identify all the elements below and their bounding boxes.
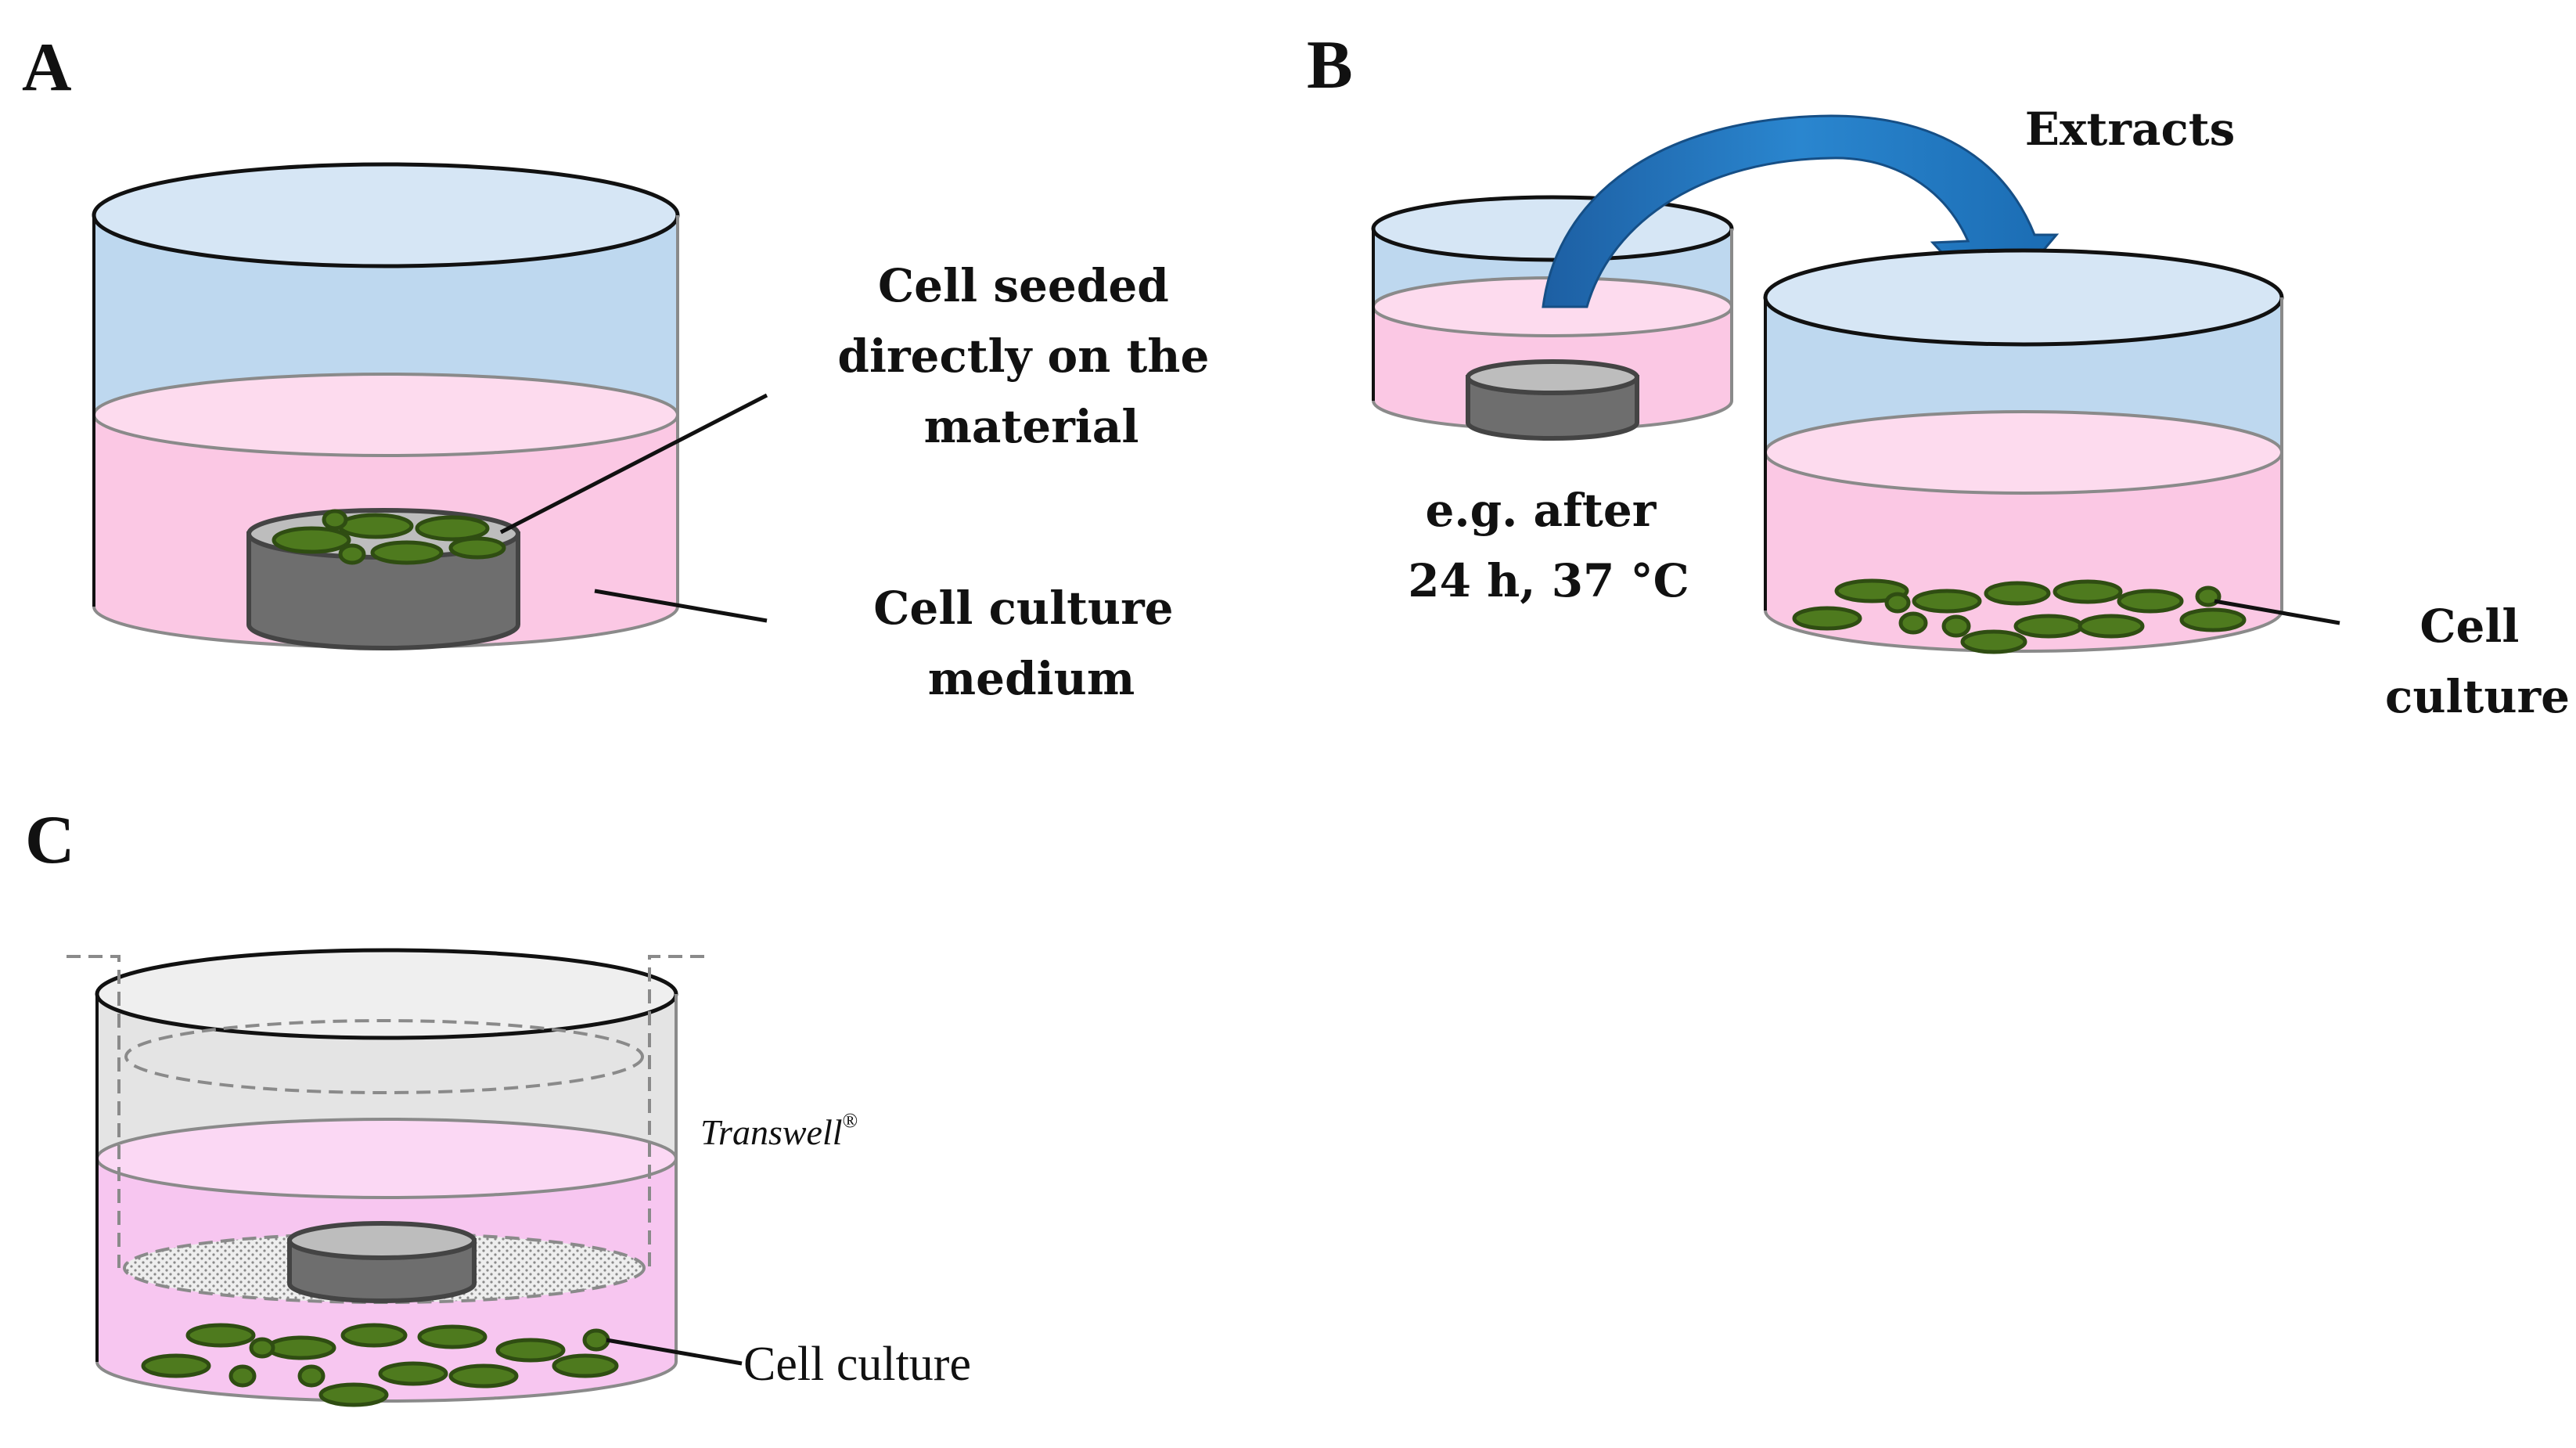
panel-c: C [25,802,971,1407]
panel-a: A Cell seed [22,30,1225,705]
leader-culture-b [2214,599,2340,625]
material-disc-c [287,1221,477,1303]
label-material: Cell seeded directly on the material [837,259,1225,453]
panel-b: B [1307,27,2570,723]
panel-b-letter: B [1307,27,1353,103]
leader-medium-a [594,589,768,623]
cells-on-material [272,509,506,565]
label-culture-c: Cell culture [743,1338,971,1391]
label-medium: Cell culture medium [873,582,1189,705]
leader-material-a [499,393,768,535]
label-incubation: e.g. after 24 h, 37 °C [1408,484,1689,607]
label-extracts: Extracts [2025,103,2235,156]
label-culture-b: Cell culture [2385,600,2570,723]
panel-a-letter: A [22,30,72,106]
leader-culture-c [606,1338,743,1366]
cell-layer-b [1792,578,2247,654]
transwell-insert-icon [67,955,704,1268]
transfer-arrow-icon [1542,114,2060,312]
material-disc-b [1466,359,1639,441]
label-transwell: Transwell® [700,1109,858,1152]
cell-layer-c [141,1323,619,1407]
panel-c-letter: C [25,802,75,878]
